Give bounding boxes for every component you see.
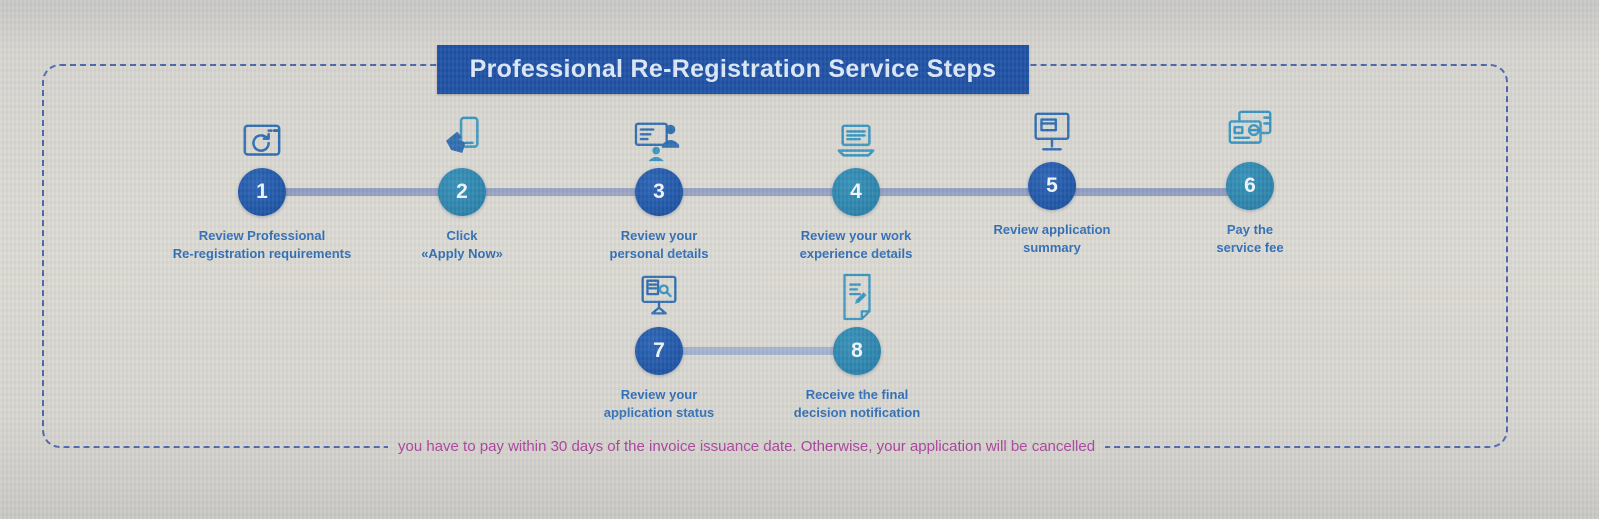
credit-cards-icon: [1222, 100, 1278, 162]
step-label: Review your personal details: [609, 228, 709, 261]
timeline-connector-row2: [659, 347, 857, 355]
step-number: 4: [850, 180, 862, 203]
desktop-monitor-icon: [1027, 100, 1077, 162]
step-7: 7 Review your application status: [564, 265, 754, 422]
step-label: Review your work experience details: [799, 228, 913, 261]
step-number-badge: 7: [635, 327, 683, 375]
step-number: 8: [851, 339, 863, 362]
laptop-icon: [831, 106, 881, 168]
step-number: 5: [1046, 174, 1058, 197]
timeline-connector-row1: [262, 188, 1252, 196]
step-2: 2 Click «Apply Now»: [367, 106, 557, 263]
step-number: 7: [653, 339, 665, 362]
step-label: Pay the service fee: [1216, 222, 1284, 255]
step-4: 4 Review your work experience details: [761, 106, 951, 263]
step-1: 1 Review Professional Re-registration re…: [167, 106, 357, 263]
step-number-badge: 3: [635, 168, 683, 216]
page-title-banner: Professional Re-Registration Service Ste…: [437, 45, 1029, 94]
monitor-search-icon: [634, 265, 684, 327]
step-label: Review your application status: [603, 387, 715, 420]
page-title: Professional Re-Registration Service Ste…: [469, 55, 997, 83]
step-number-badge: 2: [438, 168, 486, 216]
browser-refresh-icon: [239, 106, 285, 168]
payment-deadline-note: you have to pay within 30 days of the in…: [388, 435, 1106, 459]
step-label: Receive the final decision notification: [793, 387, 921, 420]
step-number-badge: 8: [833, 327, 881, 375]
step-label: Review application summary: [993, 222, 1111, 255]
step-5: 5 Review application summary: [957, 100, 1147, 257]
tap-phone-icon: [439, 106, 485, 168]
person-presentation-icon: [630, 106, 688, 168]
step-number-badge: 4: [832, 168, 880, 216]
step-6: 6 Pay the service fee: [1155, 100, 1345, 257]
step-label: Review Professional Re-registration requ…: [172, 228, 352, 261]
step-number: 1: [256, 180, 268, 203]
document-edit-icon: [835, 265, 879, 327]
step-number: 2: [456, 180, 468, 203]
step-8: 8 Receive the final decision notificatio…: [762, 265, 952, 422]
step-number-badge: 6: [1226, 162, 1274, 210]
step-number: 6: [1244, 174, 1256, 197]
step-number: 3: [653, 180, 665, 203]
step-3: 3 Review your personal details: [564, 106, 754, 263]
step-number-badge: 5: [1028, 162, 1076, 210]
step-number-badge: 1: [238, 168, 286, 216]
step-label: Click «Apply Now»: [421, 228, 503, 261]
